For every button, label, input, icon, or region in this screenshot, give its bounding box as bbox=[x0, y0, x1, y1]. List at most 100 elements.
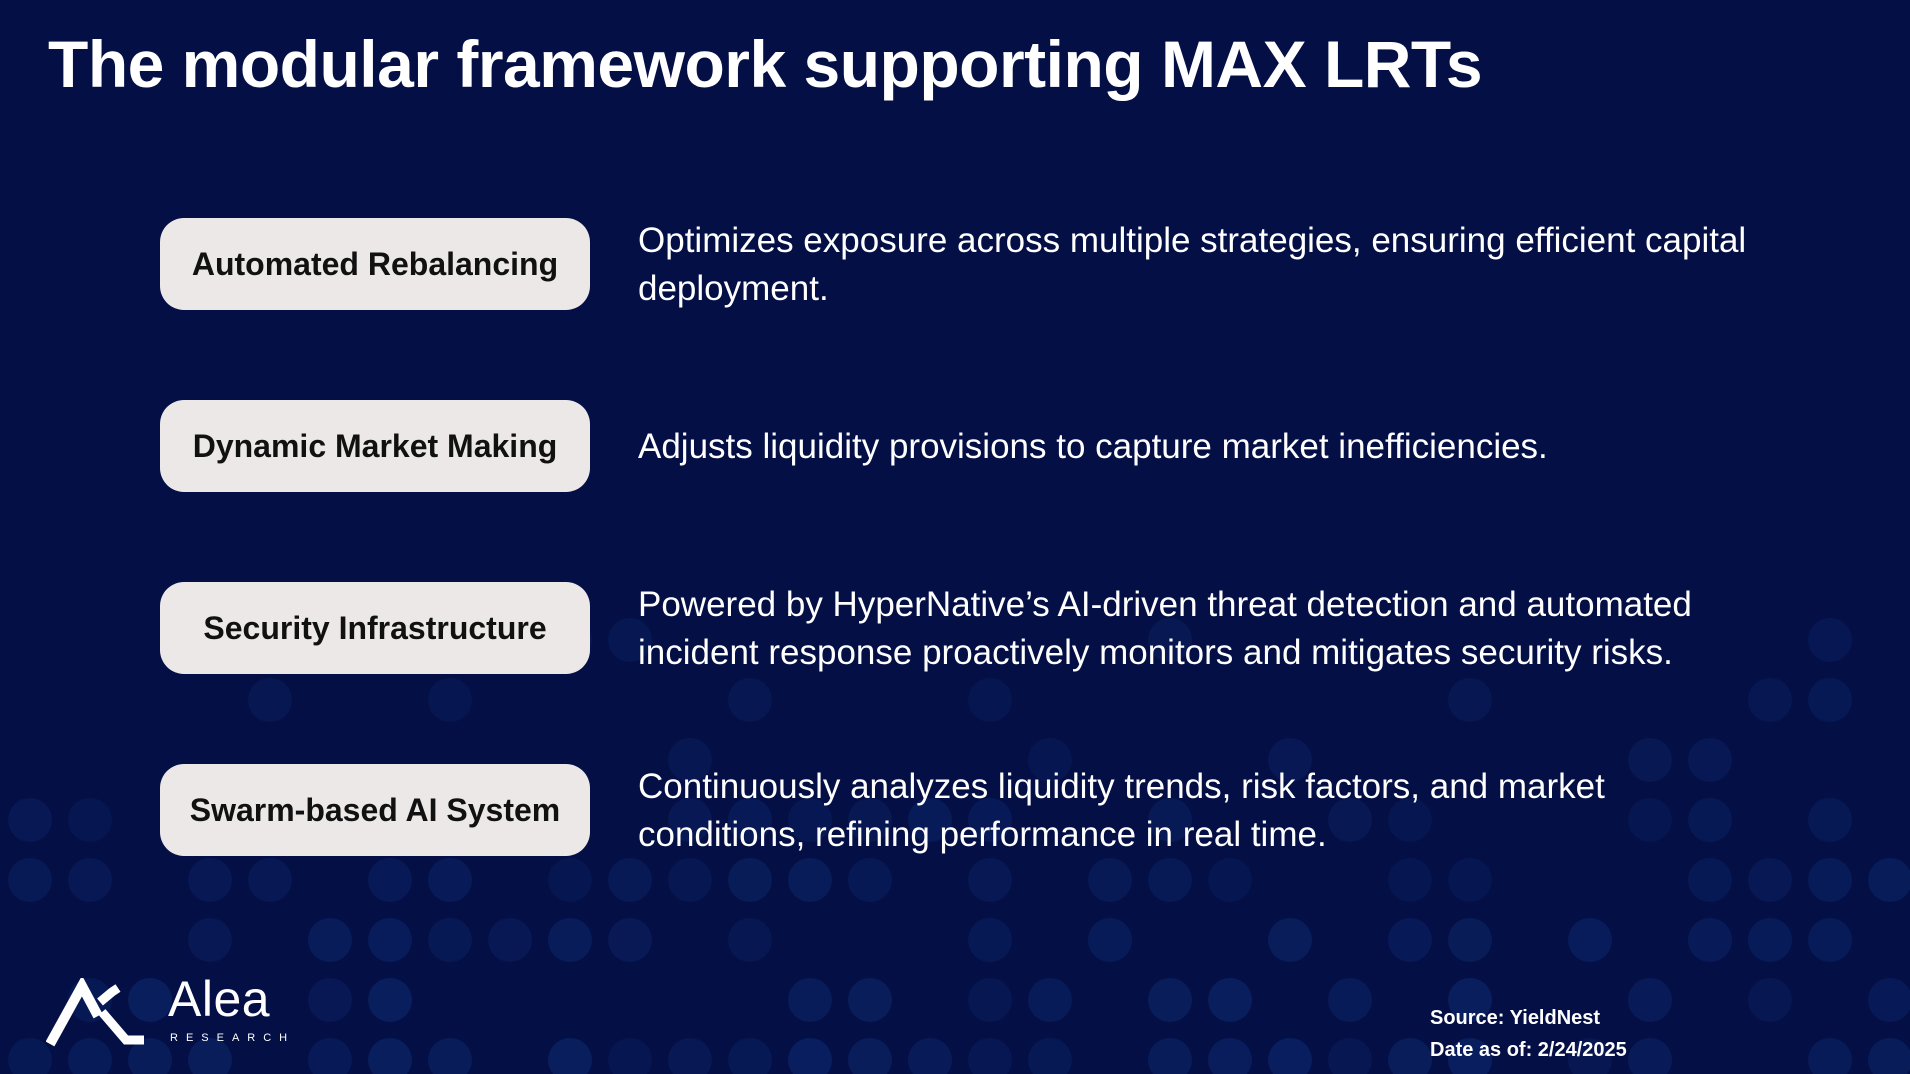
component-row-rebalancing: Automated Rebalancing Optimizes exposure… bbox=[160, 218, 1760, 312]
background-dot bbox=[1808, 618, 1852, 662]
component-row-security: Security Infrastructure Powered by Hyper… bbox=[160, 582, 1760, 676]
background-dot bbox=[608, 858, 652, 902]
source-text: Source: YieldNest bbox=[1430, 1007, 1601, 1029]
background-dot bbox=[728, 1038, 772, 1074]
background-dot bbox=[1628, 1038, 1672, 1074]
component-description: Powered by HyperNative’s AI-driven threa… bbox=[638, 585, 1692, 672]
background-dot bbox=[1028, 978, 1072, 1022]
background-dot bbox=[608, 918, 652, 962]
background-dot bbox=[1448, 918, 1492, 962]
background-dot bbox=[1748, 978, 1792, 1022]
background-dot bbox=[968, 678, 1012, 722]
component-label: Security Infrastructure bbox=[160, 582, 590, 674]
background-dot bbox=[1268, 918, 1312, 962]
background-dot bbox=[1148, 978, 1192, 1022]
background-dot bbox=[1748, 858, 1792, 902]
background-dot bbox=[1388, 1038, 1432, 1074]
background-dot bbox=[428, 858, 472, 902]
background-dot bbox=[1208, 978, 1252, 1022]
background-dot bbox=[608, 618, 652, 662]
background-dot bbox=[788, 858, 832, 902]
source-note: Source: YieldNest Date as of: 2/24/2025 bbox=[1430, 1002, 1627, 1066]
background-dot bbox=[908, 1038, 952, 1074]
background-dot bbox=[788, 1038, 832, 1074]
background-dot bbox=[248, 678, 292, 722]
background-dot bbox=[8, 798, 52, 842]
background-dot bbox=[368, 918, 412, 962]
component-label: Dynamic Market Making bbox=[160, 400, 590, 492]
background-dot bbox=[1868, 978, 1910, 1022]
background-dot bbox=[8, 1038, 52, 1074]
background-dot bbox=[968, 1038, 1012, 1074]
background-dot bbox=[128, 1038, 172, 1074]
background-dot bbox=[1568, 1038, 1612, 1074]
background-dot bbox=[668, 798, 712, 842]
background-dot bbox=[968, 858, 1012, 902]
background-dot bbox=[968, 798, 1012, 842]
alea-logo-icon bbox=[46, 978, 144, 1047]
background-dot bbox=[488, 918, 532, 962]
alea-logo: Alea RESEARCH bbox=[46, 971, 296, 1047]
background-dot bbox=[1808, 798, 1852, 842]
background-dot bbox=[788, 798, 832, 842]
background-dot bbox=[548, 1038, 592, 1074]
background-dot bbox=[668, 858, 712, 902]
background-dot bbox=[848, 978, 892, 1022]
background-dot bbox=[1868, 858, 1910, 902]
background-dot bbox=[788, 978, 832, 1022]
background-dot bbox=[1808, 678, 1852, 722]
background-dot bbox=[1448, 978, 1492, 1022]
component-description: Adjusts liquidity provisions to capture … bbox=[638, 427, 1548, 466]
background-dot bbox=[1748, 678, 1792, 722]
background-dot bbox=[1328, 1038, 1372, 1074]
background-dot bbox=[68, 798, 112, 842]
background-dot bbox=[1208, 1038, 1252, 1074]
background-dot bbox=[728, 858, 772, 902]
background-dot bbox=[1688, 858, 1732, 902]
background-dot bbox=[1868, 1038, 1910, 1074]
background-dot bbox=[1628, 738, 1672, 782]
background-dot bbox=[188, 858, 232, 902]
background-dot bbox=[188, 1038, 232, 1074]
background-dot bbox=[248, 858, 292, 902]
background-dot bbox=[1328, 978, 1372, 1022]
background-dot bbox=[188, 918, 232, 962]
background-dot bbox=[428, 678, 472, 722]
background-dot bbox=[968, 978, 1012, 1022]
background-dot bbox=[368, 1038, 412, 1074]
background-dot bbox=[1688, 918, 1732, 962]
background-dot bbox=[1808, 918, 1852, 962]
page-title: The modular framework supporting MAX LRT… bbox=[48, 27, 1483, 101]
logo-name: Alea bbox=[168, 971, 271, 1027]
background-dot bbox=[1328, 798, 1372, 842]
background-dot bbox=[1748, 918, 1792, 962]
background-dot bbox=[848, 1038, 892, 1074]
background-dot bbox=[1268, 738, 1312, 782]
component-description: Continuously analyzes liquidity trends, … bbox=[638, 767, 1605, 854]
background-dot bbox=[1028, 738, 1072, 782]
background-dot bbox=[1568, 918, 1612, 962]
background-dot bbox=[728, 918, 772, 962]
background-dot bbox=[1148, 618, 1192, 662]
background-dot bbox=[1148, 798, 1192, 842]
background-dot bbox=[1448, 678, 1492, 722]
background-dot bbox=[1268, 1038, 1312, 1074]
background-dot bbox=[128, 978, 172, 1022]
background-dot bbox=[1808, 1038, 1852, 1074]
date-text: Date as of: 2/24/2025 bbox=[1430, 1039, 1627, 1061]
background-dot bbox=[1628, 978, 1672, 1022]
background-dot bbox=[1148, 858, 1192, 902]
logo-subtitle: RESEARCH bbox=[170, 1032, 296, 1044]
background-dot bbox=[908, 798, 952, 842]
background-dot bbox=[548, 918, 592, 962]
background-dot bbox=[1448, 1038, 1492, 1074]
background-dot bbox=[1028, 1038, 1072, 1074]
background-dot bbox=[428, 918, 472, 962]
background-dot bbox=[1088, 858, 1132, 902]
background-dot bbox=[608, 1038, 652, 1074]
component-row-swarm-ai: Swarm-based AI System Continuously analy… bbox=[160, 764, 1760, 858]
background-dot bbox=[1808, 858, 1852, 902]
background-dot bbox=[1688, 738, 1732, 782]
background-dot bbox=[1208, 858, 1252, 902]
